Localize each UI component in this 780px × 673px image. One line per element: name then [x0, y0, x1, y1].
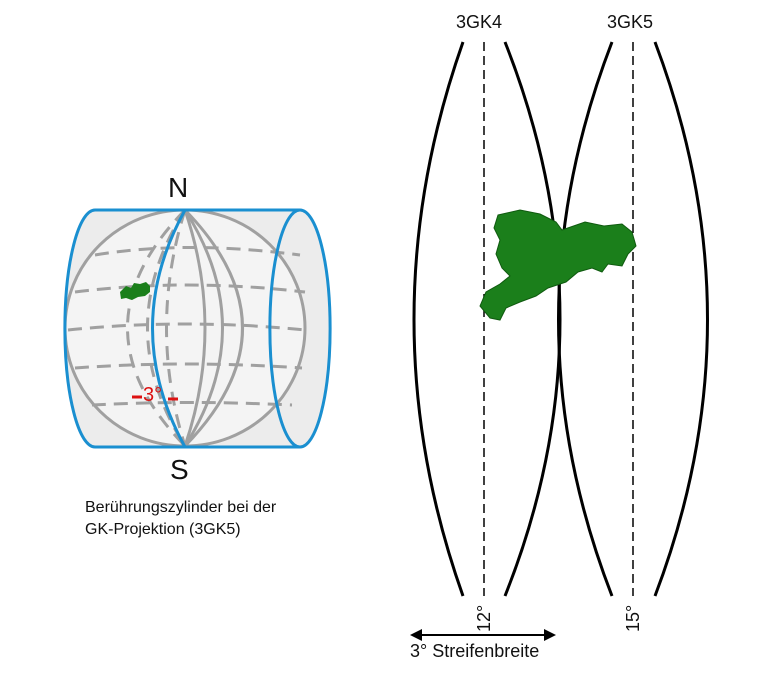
strip-3gk5-right-edge — [653, 41, 709, 597]
zone-label-3gk5: 3GK5 — [607, 12, 654, 32]
meridian-strips — [412, 41, 709, 597]
south-label: S — [170, 454, 189, 485]
globe-meridians-solid — [183, 208, 244, 448]
cylinder-outline — [63, 208, 332, 449]
meridian-label-15: 15° — [623, 604, 643, 632]
zone-label-3gk4: 3GK4 — [456, 12, 503, 32]
strip-width-label: 3° Streifenbreite — [410, 641, 540, 661]
land-large — [479, 209, 637, 321]
width-arrow — [410, 629, 556, 641]
strip-3gk4-left-edge — [412, 41, 465, 597]
tangent-cylinder — [63, 208, 332, 449]
caption-line-2: GK-Projektion (3GK5) — [85, 521, 241, 538]
land-small — [120, 282, 150, 300]
touching-meridian — [151, 209, 187, 448]
angle-label: 3° — [143, 384, 163, 406]
globe — [63, 208, 307, 448]
strip-3gk5-left-edge — [557, 41, 614, 597]
globe-meridians-dashed — [126, 208, 187, 448]
cylinder-caption: Berührungszylinder bei der GK-Projektion… — [85, 497, 276, 541]
meridian-label-12: 12° — [474, 604, 494, 632]
angle-marker — [132, 395, 178, 401]
north-label: N — [168, 172, 189, 203]
strip-3gk4-right-edge — [503, 41, 562, 597]
caption-line-1: Berührungszylinder bei der — [85, 499, 277, 516]
